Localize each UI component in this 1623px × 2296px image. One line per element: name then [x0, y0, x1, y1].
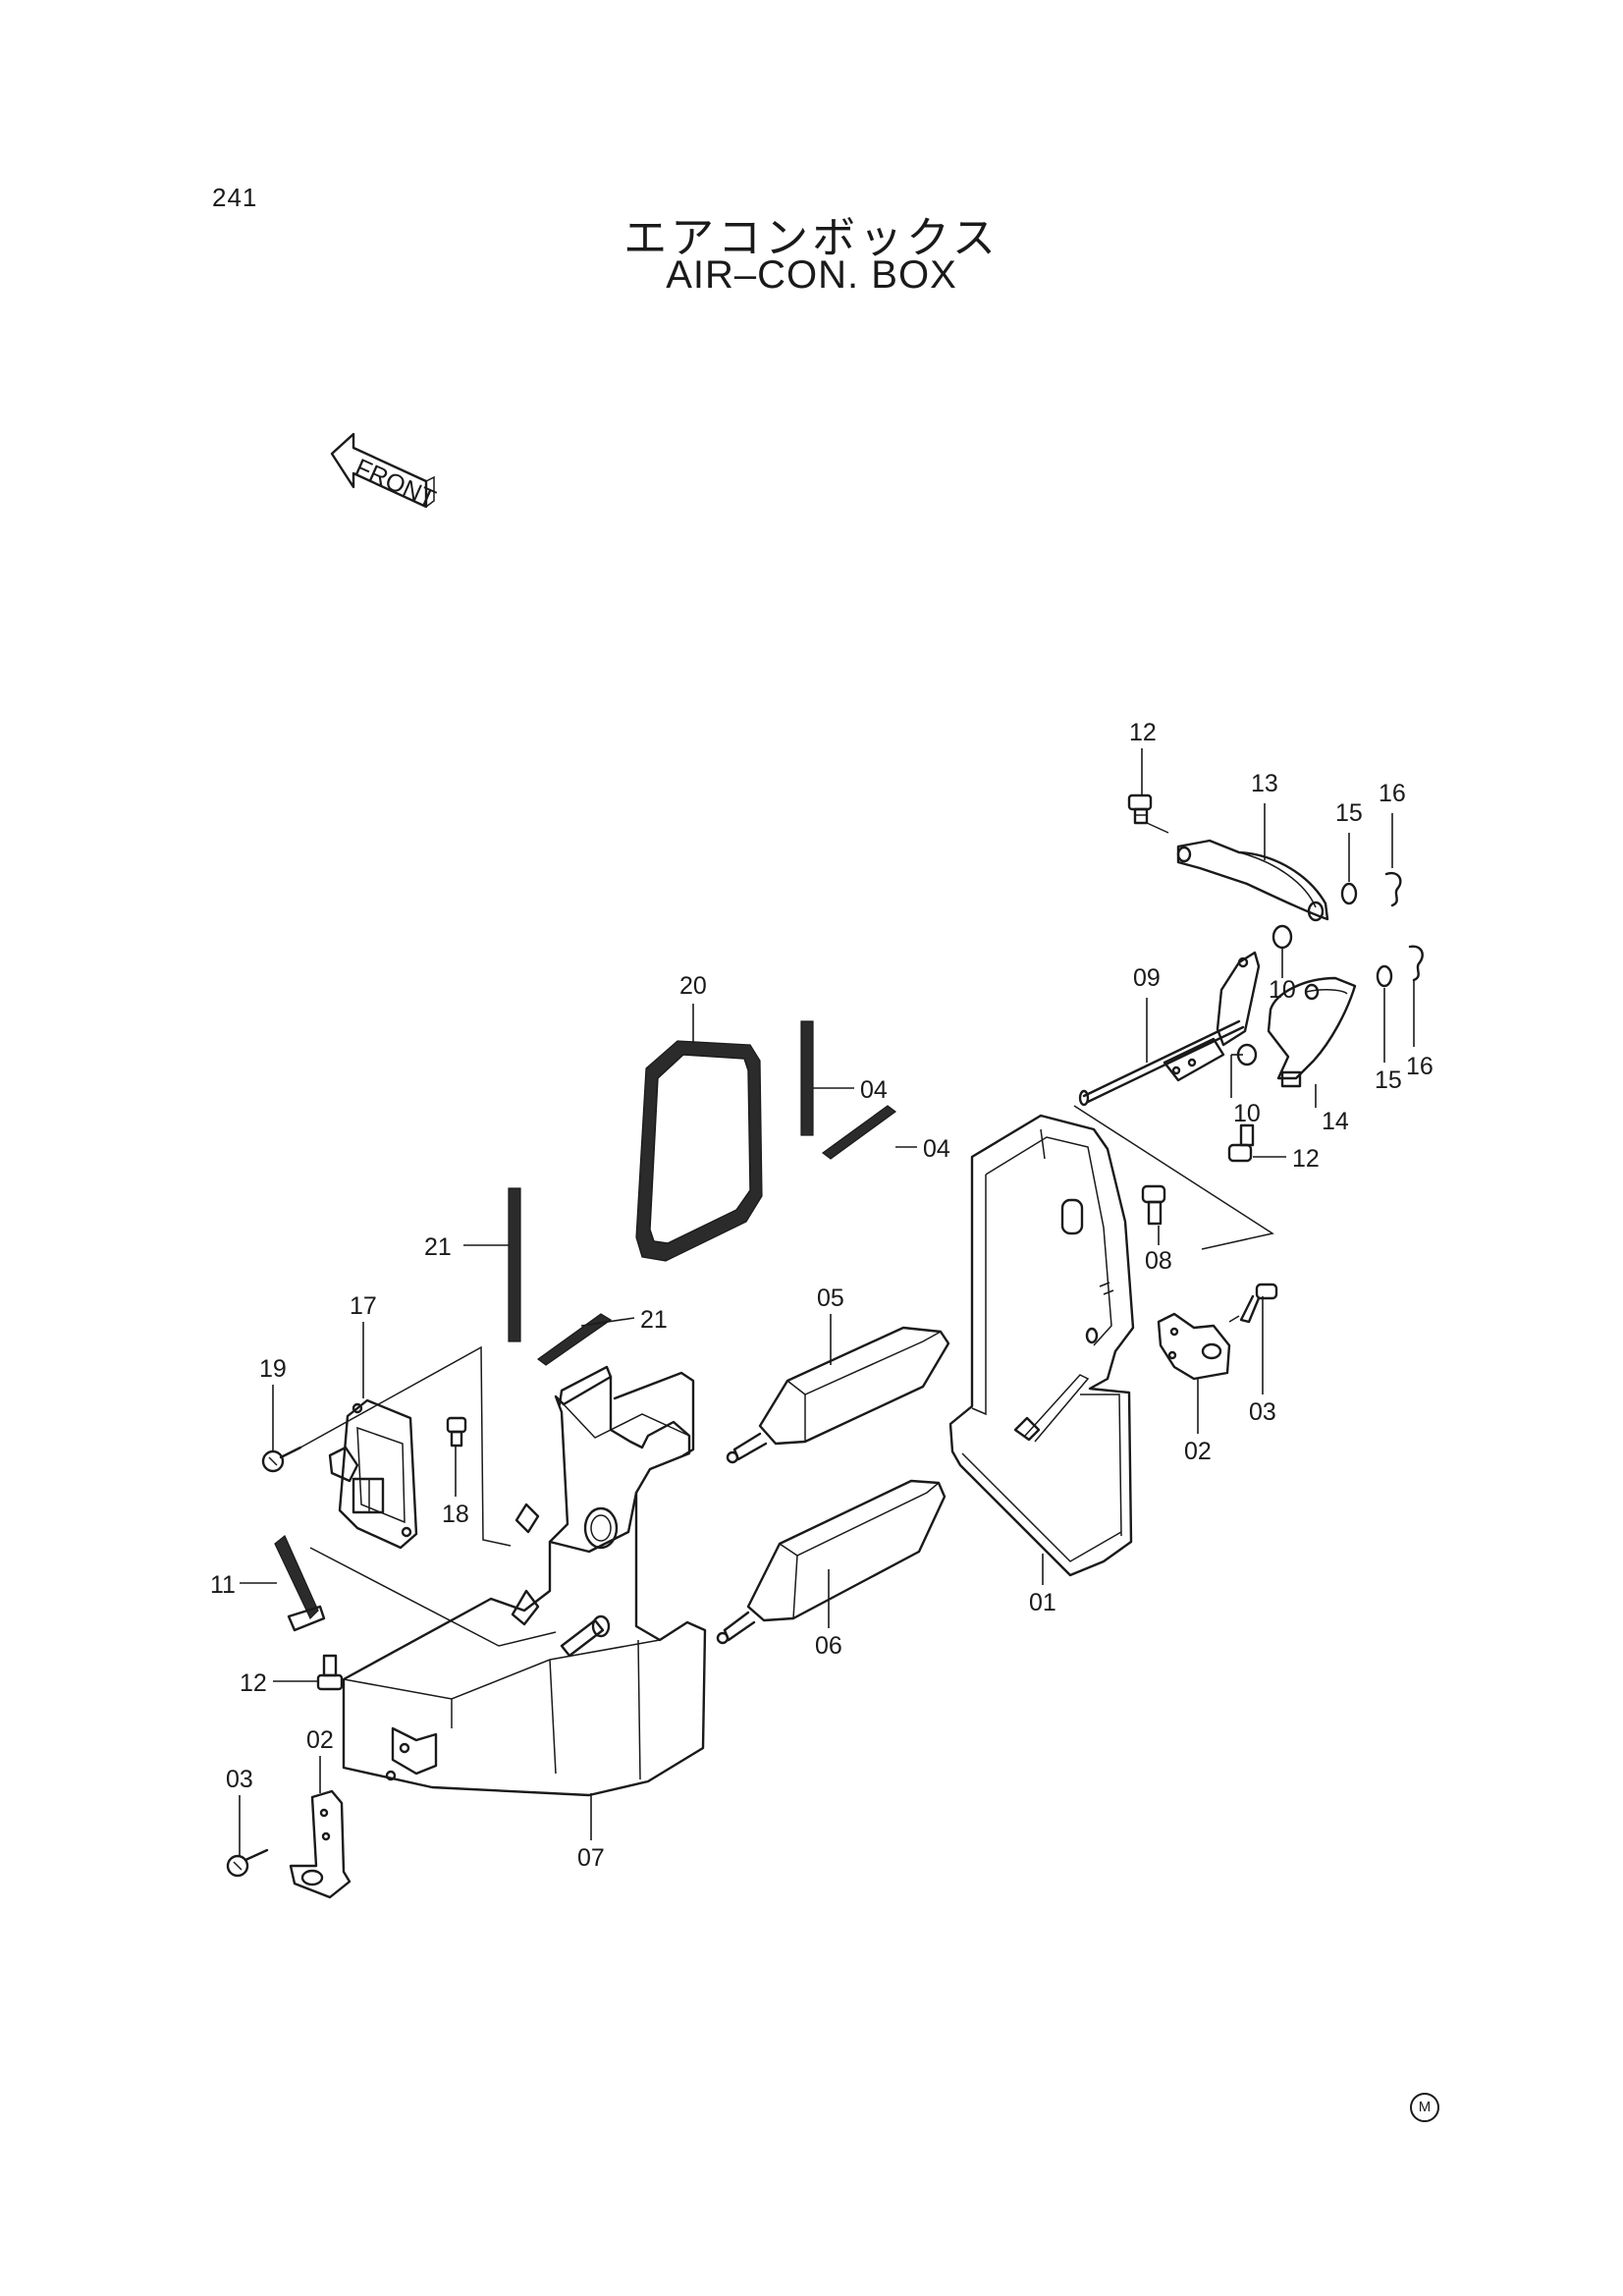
part-03-screw-left — [226, 1848, 269, 1878]
callout-06: 06 — [815, 1632, 842, 1660]
part-09-shaft — [1078, 951, 1261, 1107]
callout-16-top: 16 — [1379, 780, 1406, 807]
part-05-filter-upper — [726, 1326, 950, 1464]
callout-11: 11 — [210, 1571, 236, 1599]
part-02-bracket-left — [289, 1789, 352, 1899]
part-17-actuator — [328, 1398, 418, 1550]
callout-18: 18 — [442, 1501, 469, 1528]
part-15-washer-bottom — [1376, 964, 1393, 988]
part-16-clip-top — [1384, 871, 1402, 907]
callout-leaders — [239, 748, 1415, 1856]
callout-15-top: 15 — [1335, 799, 1363, 827]
part-20-frame-seal — [635, 1040, 763, 1262]
callout-04-b: 04 — [923, 1135, 950, 1163]
part-03-screw-right — [1239, 1283, 1278, 1324]
callout-02-left: 02 — [306, 1726, 334, 1754]
part-15-washer-top — [1340, 882, 1358, 905]
page-number: 241 — [212, 183, 258, 212]
callout-05: 05 — [817, 1285, 844, 1312]
callout-03-left: 03 — [226, 1766, 253, 1793]
part-18-screw — [446, 1416, 467, 1448]
part-01-air-con-box-right — [948, 1114, 1135, 1577]
part-12-screw-mid — [1227, 1123, 1255, 1163]
part-02-bracket-right — [1157, 1312, 1231, 1381]
callout-04-a: 04 — [860, 1076, 888, 1104]
callout-21-a: 21 — [424, 1233, 452, 1261]
callout-10-bottom: 10 — [1233, 1100, 1261, 1127]
callout-07: 07 — [577, 1844, 605, 1872]
part-12-screw-top — [1127, 793, 1169, 834]
callout-20: 20 — [679, 972, 707, 1000]
callout-01: 01 — [1029, 1589, 1056, 1616]
part-08-screw — [1141, 1184, 1166, 1226]
callout-labels: 12 13 15 16 09 10 10 14 15 16 12 20 04 0… — [210, 719, 1434, 1872]
part-16-clip-bottom — [1408, 945, 1424, 982]
callout-14: 14 — [1322, 1108, 1349, 1135]
callout-12-mid: 12 — [1292, 1145, 1320, 1173]
callout-12-top: 12 — [1129, 719, 1157, 746]
callout-08: 08 — [1145, 1247, 1172, 1275]
part-07-air-con-box-left — [342, 1365, 707, 1797]
page-title-japanese: エアコンボックス — [623, 213, 1000, 263]
part-13-lever — [1176, 839, 1329, 922]
callout-19: 19 — [259, 1355, 287, 1383]
manufacturer-mark: M — [1410, 2093, 1439, 2122]
part-14-lever — [1267, 976, 1357, 1088]
part-19-screw — [261, 1446, 302, 1473]
callout-02-right: 02 — [1184, 1438, 1212, 1465]
part-21-seal-strips — [508, 1187, 613, 1366]
callout-09: 09 — [1133, 964, 1161, 992]
callout-15-bottom: 15 — [1375, 1066, 1402, 1094]
callout-21-b: 21 — [640, 1306, 668, 1334]
page-title-english: AIR–CON. BOX — [666, 253, 957, 297]
callout-12-bottom: 12 — [240, 1669, 267, 1697]
assembly-lines — [299, 1105, 1274, 1647]
front-arrow-icon: FRONT — [330, 432, 440, 514]
callout-03-right: 03 — [1249, 1398, 1276, 1426]
front-label: FRONT — [352, 454, 440, 514]
callout-17: 17 — [350, 1292, 377, 1320]
part-04-seal-strips — [800, 1020, 897, 1160]
part-11-bracket — [274, 1535, 326, 1632]
callout-13: 13 — [1251, 770, 1278, 797]
callout-10-top: 10 — [1269, 976, 1296, 1004]
part-10-bushing-top — [1271, 924, 1293, 950]
part-06-filter-lower — [716, 1479, 947, 1645]
part-12-screw-bottom — [316, 1654, 344, 1691]
callout-16-bottom: 16 — [1406, 1053, 1434, 1080]
